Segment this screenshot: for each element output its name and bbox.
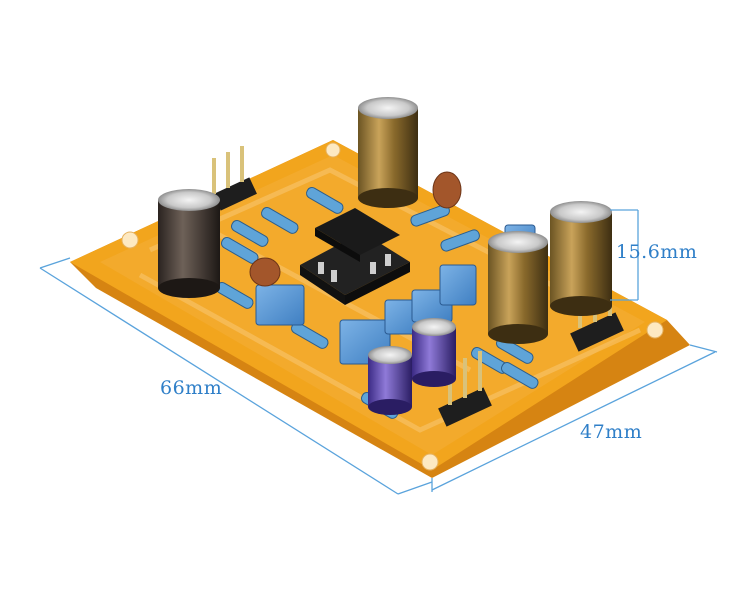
dimension-lines bbox=[39, 209, 718, 495]
electrolytic-cap-top bbox=[358, 97, 418, 208]
ceramic-capacitors bbox=[249, 171, 462, 287]
electrolytic-cap-purple-2 bbox=[412, 318, 456, 387]
height-dimension-label: 15.6mm bbox=[616, 241, 698, 263]
resistor-group bbox=[216, 187, 539, 419]
electrolytic-cap-right-1 bbox=[488, 231, 548, 344]
opamp-chip bbox=[300, 208, 410, 305]
width-dimension-label: 66mm bbox=[160, 377, 223, 399]
electrolytic-cap-right-2 bbox=[550, 201, 612, 316]
header-pins-in bbox=[438, 351, 492, 427]
electrolytic-cap-left bbox=[158, 189, 220, 298]
electrolytic-cap-purple-1 bbox=[368, 346, 412, 415]
depth-dimension-label: 47mm bbox=[580, 421, 643, 443]
header-pins-top bbox=[212, 146, 257, 211]
